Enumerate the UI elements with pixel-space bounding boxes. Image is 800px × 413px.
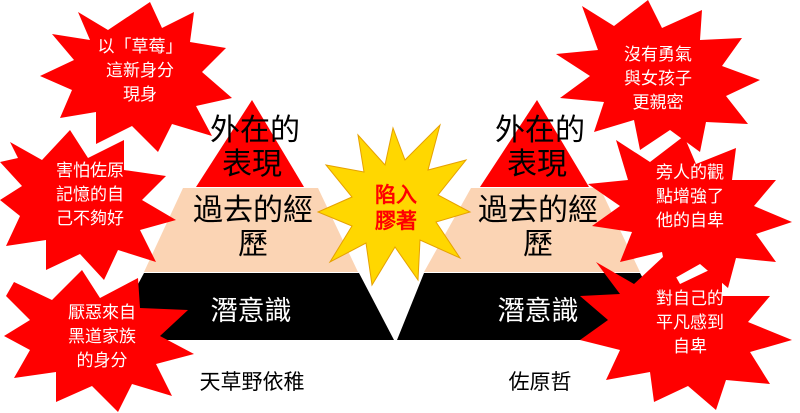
burst-right-bottom-shape <box>580 256 792 410</box>
right-top-line-2: 表現 <box>507 147 567 182</box>
left-pyramid: 外在的 表現 過去的經 歷 潛意識 天草野依稚 <box>108 100 394 394</box>
left-bottom-label: 潛意識 <box>211 296 292 327</box>
left-pyramid-top-tier <box>196 100 304 187</box>
right-pyramid: 外在的 表現 過去的經 歷 潛意識 佐原哲 <box>397 100 677 394</box>
right-pyramid-middle-tier <box>424 188 640 272</box>
left-pyramid-bottom-tier <box>108 273 394 340</box>
burst-left-top: 以「草莓」 這新身分 現身 <box>40 2 232 152</box>
burst-right-bottom-line-3: 自卑 <box>673 337 707 357</box>
burst-left-middle-line-2: 記憶的自 <box>56 185 124 205</box>
left-caption: 天草野依稚 <box>200 370 305 394</box>
center-burst-line-1: 陷入 <box>375 183 417 207</box>
center-burst-line-2: 膠著 <box>375 209 417 233</box>
burst-left-bottom-line-1: 厭惡來自 <box>68 303 136 323</box>
center-burst: 陷入 膠著 <box>316 123 472 287</box>
right-middle-line-1: 過去的經 <box>478 193 598 228</box>
burst-right-top-shape <box>556 0 760 152</box>
burst-right-bottom-line-2: 平凡感到 <box>656 313 724 333</box>
right-caption: 佐原哲 <box>509 370 572 394</box>
burst-right-top-line-2: 與女孩子 <box>624 69 692 89</box>
right-top-line-1: 外在的 <box>495 113 585 148</box>
left-top-line-2: 表現 <box>222 147 282 182</box>
burst-left-bottom: 厭惡來自 黑道家族 的身分 <box>4 270 194 412</box>
burst-right-middle-line-3: 他的自卑 <box>656 211 724 231</box>
burst-right-top-line-1: 沒有勇氣 <box>624 45 692 65</box>
burst-right-bottom: 對自己的 平凡感到 自卑 <box>580 256 792 410</box>
burst-left-top-line-2: 這新身分 <box>106 61 174 81</box>
burst-right-middle-line-2: 點增強了 <box>656 187 724 207</box>
burst-left-top-shape <box>40 2 232 152</box>
burst-left-bottom-line-2: 黑道家族 <box>68 327 136 347</box>
burst-left-middle-shape <box>0 130 176 280</box>
burst-right-middle-shape <box>588 136 792 288</box>
burst-left-top-line-3: 現身 <box>123 85 157 105</box>
left-middle-line-1: 過去的經 <box>193 193 313 228</box>
burst-right-bottom-line-1: 對自己的 <box>656 289 724 309</box>
right-bottom-label: 潛意識 <box>498 296 579 327</box>
left-pyramid-middle-tier <box>144 188 358 272</box>
center-burst-shape <box>316 123 472 287</box>
burst-right-top-line-3: 更親密 <box>633 93 684 113</box>
burst-right-middle: 旁人的觀 點增強了 他的自卑 <box>588 136 792 288</box>
burst-left-middle-line-3: 己不夠好 <box>56 209 124 229</box>
right-pyramid-top-tier <box>480 100 589 187</box>
burst-left-middle-line-1: 害怕佐原 <box>56 161 124 181</box>
burst-left-bottom-line-3: 的身分 <box>77 351 128 371</box>
burst-left-middle: 害怕佐原 記憶的自 己不夠好 <box>0 130 176 280</box>
burst-left-top-line-1: 以「草莓」 <box>98 37 183 57</box>
burst-right-top: 沒有勇氣 與女孩子 更親密 <box>556 0 760 152</box>
left-middle-line-2: 歷 <box>238 227 268 262</box>
left-top-line-1: 外在的 <box>210 113 300 148</box>
burst-right-middle-line-1: 旁人的觀 <box>656 163 724 183</box>
right-middle-line-2: 歷 <box>523 227 553 262</box>
burst-left-bottom-shape <box>4 270 194 412</box>
